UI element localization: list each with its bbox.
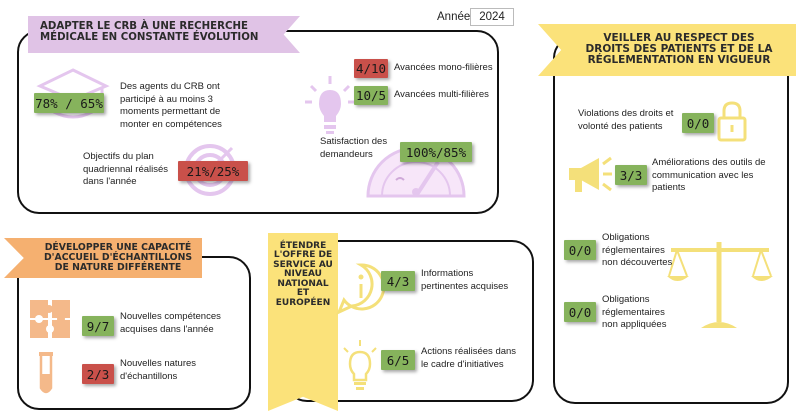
communication-text: Améliorations des outils de communicatio… — [652, 157, 766, 193]
graduation-cap-icon — [36, 68, 110, 119]
padlock-icon — [717, 101, 747, 142]
multi-filieres-text: Avancées multi-filières — [394, 89, 489, 100]
mono-filieres-badge: 4/10 — [354, 59, 388, 78]
non-appliquees-badge: 0/0 — [564, 302, 596, 322]
nouvelles-competences-badge: 9/7 — [82, 316, 114, 336]
competences-text: Des agents du CRB ont participé à au moi… — [120, 81, 222, 130]
nouvelles-competences-text: Nouvelles compétences acquises dans l'an… — [120, 311, 221, 335]
mono-filieres-text: Avancées mono-filières — [394, 62, 493, 73]
year-field[interactable]: 2024 — [470, 8, 514, 26]
natures-text: Nouvelles natures d'échantillons — [120, 358, 197, 382]
section-research-title: ADAPTER LE CRB À UNE RECHERCHE MÉDICALE … — [28, 16, 300, 53]
section-patients — [553, 36, 789, 404]
actions-badge: 6/5 — [381, 350, 415, 370]
non-appliquees-text: Obligations réglementaires non appliquée… — [602, 294, 667, 330]
natures-badge: 2/3 — [82, 364, 114, 384]
section-offer-title: ÉTENDRE L'OFFRE DE SERVICE AU NIVEAU NAT… — [268, 233, 338, 411]
test-tube-icon — [39, 352, 53, 394]
communication-badge: 3/3 — [615, 165, 647, 185]
section-samples-title: DÉVELOPPER UNE CAPACITÉ D'ACCUEIL D'ÉCHA… — [4, 238, 202, 278]
violations-badge: 0/0 — [682, 113, 714, 133]
actions-text: Actions réalisées dans le cadre d'initia… — [421, 346, 517, 370]
lightbulb-icon — [305, 76, 355, 134]
satisfaction-text: Satisfaction des demandeurs — [320, 136, 388, 160]
multi-filieres-badge: 10/5 — [354, 86, 388, 105]
competences-badge: 78% / 65% — [34, 93, 104, 113]
non-decouvertes-text: Obligations réglementaires non découvert… — [602, 232, 673, 268]
scales-icon — [667, 242, 773, 328]
quadriennal-badge: 21%/25% — [178, 161, 248, 181]
violations-text: Violations des droits et volonté des pat… — [578, 108, 674, 132]
non-decouvertes-badge: 0/0 — [564, 240, 596, 260]
satisfaction-badge: 100%/85% — [400, 142, 472, 162]
year-label: Année — [437, 11, 471, 23]
lightbulb-icon — [343, 340, 377, 390]
info-icon — [336, 263, 386, 315]
puzzle-icon — [30, 300, 70, 338]
informations-text: Informations pertinentes acquises — [421, 268, 509, 292]
quadriennal-text: Objectifs du plan quadriennal réalisés d… — [83, 151, 169, 187]
section-patients-title: VEILLER AU RESPECT DES DROITS DES PATIEN… — [538, 24, 796, 76]
megaphone-icon — [569, 156, 612, 192]
informations-badge: 4/3 — [381, 271, 415, 291]
